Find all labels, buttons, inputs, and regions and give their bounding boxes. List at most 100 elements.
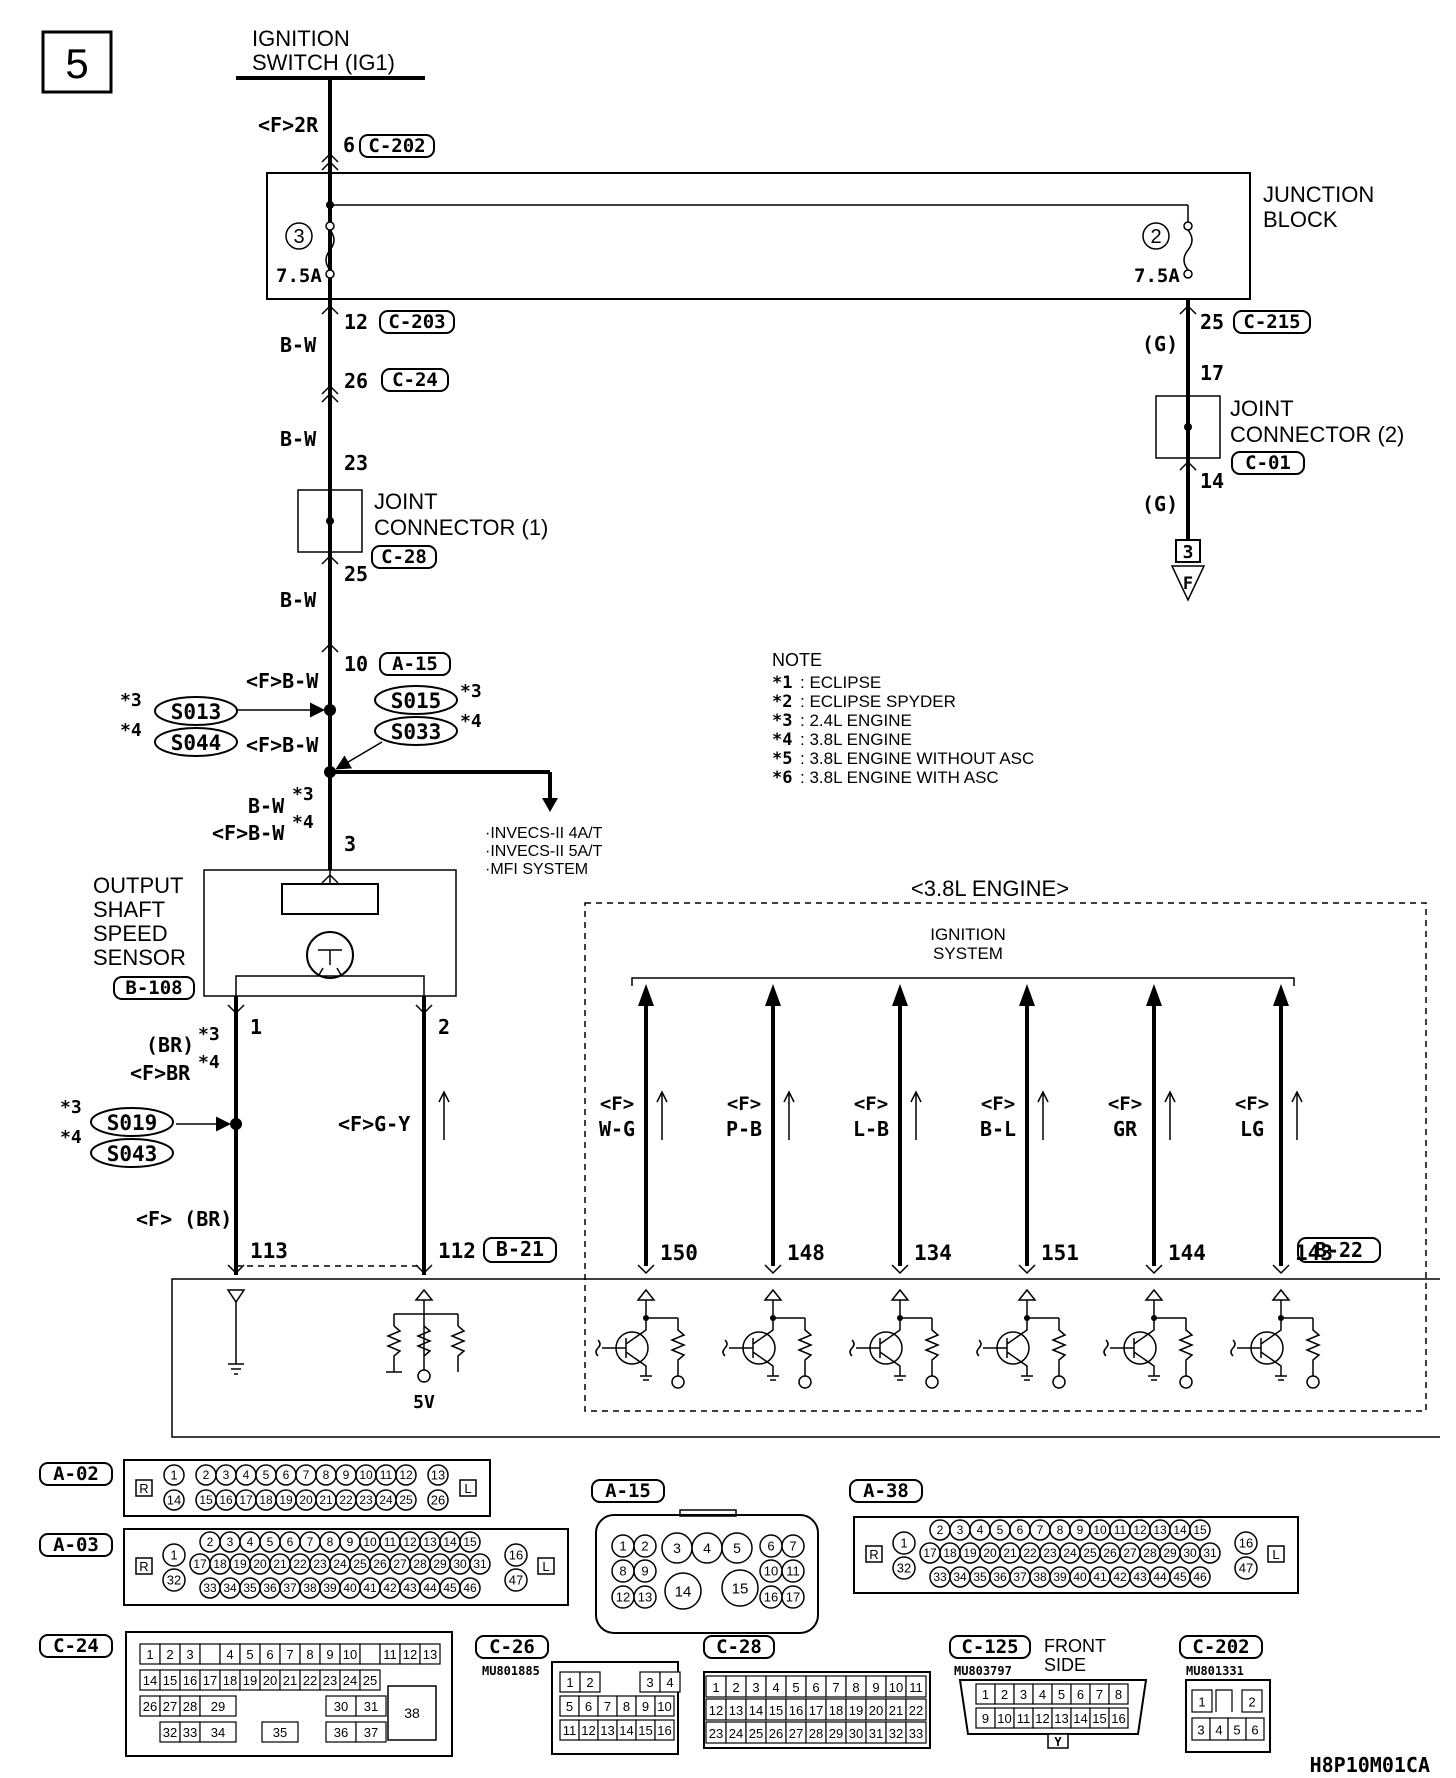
c24-pin: 26 — [143, 1699, 157, 1714]
ignition-system-label-1: IGNITION — [930, 925, 1006, 944]
joint-connector-2: JOINT CONNECTOR (2) C-01 — [1155, 395, 1404, 475]
a02-pin: 24 — [379, 1493, 393, 1507]
a38-pin: 1 — [900, 1536, 907, 1551]
ground-ref-box: 3 — [1183, 542, 1194, 563]
note-key-2: *2 — [772, 692, 792, 712]
fbr-star4: *4 — [198, 1052, 220, 1073]
a38-pin: 35 — [973, 1570, 987, 1584]
ignition-wire-prefix: <F> — [854, 1093, 888, 1115]
driver-transistor — [1230, 1288, 1321, 1389]
destination-1: ·INVECS-II 4A/T — [485, 825, 603, 842]
c125-side-2: SIDE — [1044, 1655, 1086, 1675]
a38-pin: 2 — [937, 1523, 944, 1537]
c24-pin: 9 — [326, 1647, 333, 1662]
a38-pin: 47 — [1239, 1561, 1253, 1576]
joint-connector-1-label-2: CONNECTOR (1) — [374, 515, 548, 540]
a03-pin: 36 — [263, 1581, 277, 1595]
pin-113: 113 — [250, 1239, 288, 1263]
a02-pin: 4 — [243, 1468, 250, 1482]
c28-pin: 33 — [909, 1726, 923, 1741]
a02-pin: 20 — [299, 1493, 313, 1507]
a02-pin: 9 — [343, 1468, 350, 1482]
ignition-switch-label-2: SWITCH (IG1) — [252, 50, 395, 75]
wire-fbw-2: <F>B-W — [246, 733, 319, 757]
s015-star: *3 — [460, 681, 482, 702]
pin-14: 14 — [1200, 469, 1224, 493]
c28-pin: 30 — [849, 1726, 863, 1741]
c24-pin-38: 38 — [404, 1705, 420, 1721]
a15-pin: 9 — [641, 1564, 648, 1579]
a02-label: A-02 — [53, 1463, 99, 1485]
c26-pin: 7 — [604, 1699, 611, 1714]
a38-pin: 44 — [1153, 1570, 1167, 1584]
c202-pin: 3 — [1197, 1723, 1204, 1738]
ignition-switch: IGNITION SWITCH (IG1) — [236, 26, 425, 80]
c28-pin: 25 — [749, 1726, 763, 1741]
c26-pin: 9 — [642, 1699, 649, 1714]
a03-pin: 30 — [453, 1557, 467, 1571]
c24-pin: 27 — [163, 1699, 177, 1714]
sensor-pin-2: 2 — [438, 1015, 450, 1039]
c202-ref: C-202 — [368, 135, 425, 157]
ignition-wire-pin: 148 — [787, 1241, 825, 1265]
a02-pin: 25 — [399, 1493, 413, 1507]
c24-pin: 6 — [266, 1647, 273, 1662]
a03-pin: 42 — [383, 1581, 397, 1595]
c202-pin: 1 — [1198, 1695, 1205, 1710]
c26-pin: 6 — [585, 1699, 592, 1714]
c26-pin: 10 — [657, 1699, 671, 1714]
fuse-3-rating: 7.5A — [276, 265, 322, 287]
c24-pin: 13 — [423, 1647, 437, 1662]
a02-pin: 19 — [279, 1493, 293, 1507]
c24-pin: 22 — [303, 1673, 317, 1688]
c26-pin: 11 — [563, 1723, 577, 1738]
a03-pin: 24 — [333, 1557, 347, 1571]
c26-pin: 8 — [623, 1699, 630, 1714]
wire-fbw-star4: <F>B-W — [212, 821, 285, 845]
c24-pin: 1 — [146, 1647, 153, 1662]
a02-pin: 1 — [170, 1468, 177, 1483]
c28-pin: 11 — [909, 1680, 923, 1695]
a38-pin: 32 — [897, 1561, 911, 1576]
c26-pin: 5 — [566, 1699, 573, 1714]
driver-transistor — [849, 1288, 940, 1389]
a02-pin: 3 — [223, 1468, 230, 1482]
fuse-2-number: 2 — [1150, 226, 1161, 248]
a03-pin: 46 — [463, 1581, 477, 1595]
a03-pin: 17 — [193, 1557, 207, 1571]
a03-pin: 3 — [227, 1535, 234, 1549]
page-number: 5 — [65, 40, 88, 87]
a03-pin: 43 — [403, 1581, 417, 1595]
c24-pin: 30 — [334, 1699, 348, 1714]
a15-pin: 7 — [789, 1539, 796, 1554]
c26-pin: 1 — [566, 1675, 573, 1690]
c125-pin: 16 — [1111, 1711, 1125, 1726]
a38-pin: 3 — [957, 1523, 964, 1537]
a03-pin: 31 — [473, 1557, 487, 1571]
a38-pin: 20 — [983, 1546, 997, 1560]
c28-pin: 27 — [789, 1726, 803, 1741]
a38-pin: 11 — [1114, 1523, 1127, 1537]
c24-pin: 14 — [143, 1673, 157, 1688]
a03-pin: 23 — [313, 1557, 327, 1571]
a03-pin: 1 — [170, 1548, 177, 1563]
s013-star: *3 — [120, 690, 142, 711]
sensor-label-1: OUTPUT — [93, 873, 183, 898]
c26-pin: 14 — [619, 1723, 633, 1738]
c125-pin: 4 — [1039, 1687, 1046, 1702]
a03-pin: 2 — [207, 1535, 214, 1549]
c24-pin: 37 — [364, 1725, 378, 1740]
engine-label: <3.8L ENGINE> — [911, 876, 1069, 901]
a03-l: L — [542, 1559, 549, 1574]
a38-label: A-38 — [863, 1480, 909, 1502]
c215-ref: C-215 — [1243, 311, 1300, 333]
c28-pin: 14 — [749, 1703, 763, 1718]
c125-pin: 5 — [1058, 1687, 1065, 1702]
c24-pin: 34 — [211, 1725, 225, 1740]
note-key-5: *5 — [772, 749, 792, 769]
a02-pin: 10 — [359, 1468, 373, 1482]
c24-pin: 28 — [183, 1699, 197, 1714]
b108-ref: B-108 — [125, 977, 182, 999]
a15-pin: 4 — [703, 1540, 711, 1556]
a15-pin: 1 — [619, 1539, 626, 1554]
